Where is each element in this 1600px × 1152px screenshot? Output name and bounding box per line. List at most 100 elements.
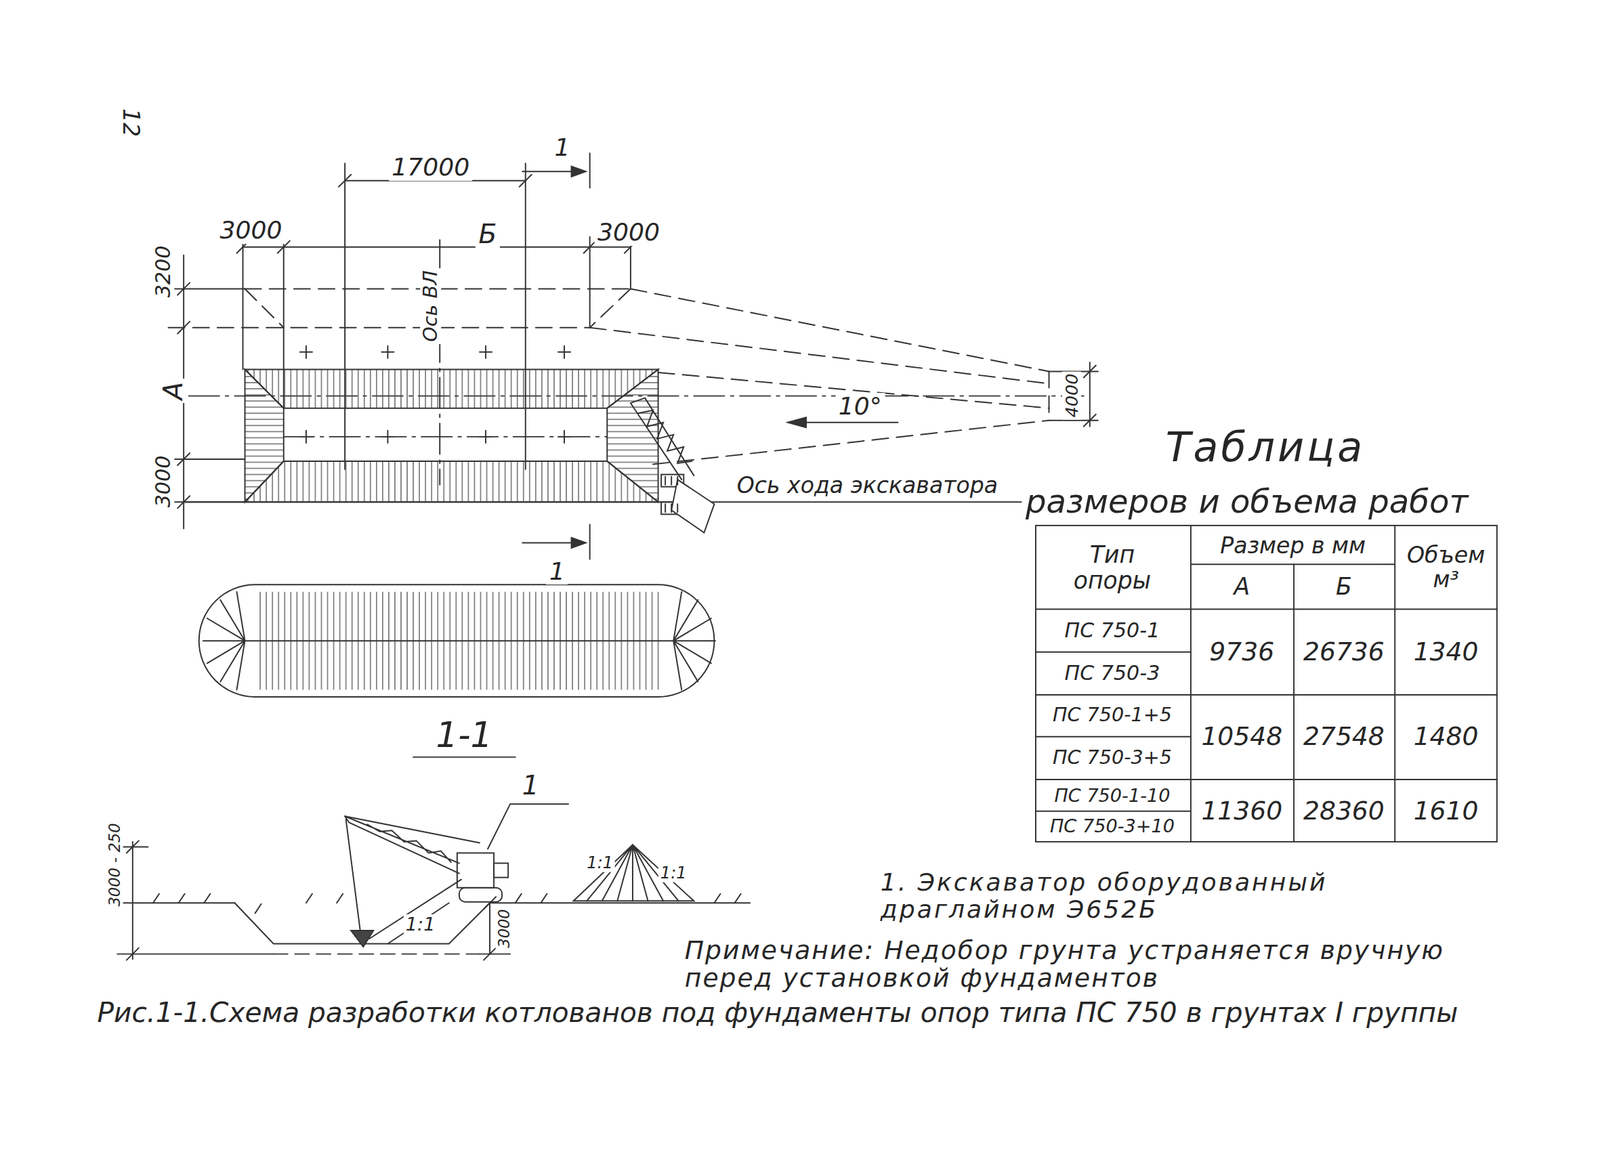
table-cell: 9736 (1206, 638, 1278, 666)
dimension-line (1049, 362, 1099, 427)
table-cell: 11360 (1198, 797, 1286, 826)
section-view (132, 841, 134, 960)
dimension-line (524, 163, 527, 470)
section-view (413, 756, 516, 759)
table-header: Объем м³ (1397, 542, 1496, 593)
table-title: размеров и объема работ (1021, 484, 1472, 521)
section-view (573, 844, 695, 901)
table-grid (1035, 779, 1498, 781)
table-grid (1035, 736, 1191, 738)
callout-number: 1 (518, 770, 542, 800)
axis-label: Ось хода экскаватора (734, 473, 1001, 498)
section-mark: 1 (546, 558, 569, 586)
table-cell: 1340 (1410, 638, 1482, 666)
pit-plan (245, 369, 284, 502)
section-view (126, 948, 139, 961)
slope-label: 1:1 (658, 864, 689, 883)
dashed-outline (653, 420, 1049, 465)
section-view (346, 819, 361, 931)
drawing (114, 153, 1498, 961)
section-view (479, 953, 511, 956)
table-cell: 1480 (1410, 722, 1482, 751)
table-grid (1035, 525, 1498, 842)
spoil-heap-plan (203, 592, 246, 691)
section-mark (589, 524, 591, 559)
table-cell: ПС 750-1 (1062, 619, 1163, 642)
cross-mark (300, 346, 571, 359)
dimension: 3000 - 250 (105, 821, 123, 909)
table-grid (1190, 563, 1395, 565)
table-grid (1035, 525, 1498, 842)
dashed-outline (245, 288, 284, 328)
dashed-outline (168, 327, 591, 329)
table-cell: 10548 (1198, 722, 1286, 751)
section-view (350, 930, 374, 947)
section-view (489, 902, 491, 954)
dimension-line (1083, 365, 1097, 378)
excavator-plan (630, 398, 694, 481)
direction-arrow (787, 417, 807, 428)
section-title: 1-1 (431, 715, 497, 754)
table-cell: 1610 (1410, 797, 1482, 826)
section-view (114, 757, 750, 961)
slope-label: 1:1 (584, 854, 616, 873)
section-view (459, 888, 502, 903)
excavator-plan (630, 398, 715, 534)
table-title: Таблица (1160, 424, 1370, 470)
section-mark (571, 537, 586, 549)
dashed-outline (1048, 371, 1050, 420)
section-view (483, 948, 496, 961)
cross-mark (300, 430, 571, 444)
section-view (457, 852, 494, 888)
table-header: Размер в мм (1217, 533, 1369, 559)
table-cell: ПС 750-1-10 (1051, 785, 1172, 807)
dimension-line (242, 237, 244, 370)
section-view (344, 816, 460, 874)
section-view (344, 816, 480, 843)
section-view (273, 953, 480, 956)
pit-plan (245, 461, 659, 502)
table-grid (1190, 525, 1192, 842)
table-grid (1035, 651, 1191, 654)
table-cell: ПС 750-1+5 (1050, 704, 1175, 726)
dimension-line (519, 174, 532, 187)
slope-label: 1:1 (403, 914, 438, 935)
table-grid (1035, 810, 1191, 813)
section-mark (522, 170, 578, 173)
axis-line (183, 501, 1031, 503)
dimension: 3000 (216, 217, 286, 245)
legend-note: 1. Экскаватор оборудованный драглайном Э… (877, 869, 1424, 924)
table-cell: ПС 750-3+5 (1050, 747, 1175, 769)
section-view (369, 879, 462, 939)
table-grid (1035, 694, 1498, 696)
dimension: 17000 (388, 153, 473, 181)
section-view (483, 896, 496, 910)
dimension-line (1083, 414, 1097, 427)
section-mark: 1 (551, 134, 574, 162)
dimension-line (338, 163, 532, 470)
table-header: Тип опоры (1047, 541, 1176, 593)
spoil-heap-plan (245, 640, 675, 642)
dimension-line (168, 287, 246, 290)
spoil-heap-plan (199, 584, 716, 698)
page-number: 12 (118, 105, 143, 140)
section-mark (571, 166, 586, 177)
table-grid (1035, 608, 1498, 610)
section-view (117, 953, 273, 956)
axis-label: Ось ВЛ (419, 268, 441, 345)
cross-mark (300, 346, 571, 444)
dimension-line (338, 174, 351, 187)
section-view (487, 804, 569, 849)
pit-plan (245, 369, 659, 408)
dashed-outline (590, 288, 631, 328)
pit-plan (245, 369, 659, 502)
table-grid (1293, 564, 1295, 842)
dimension: 4000 (1062, 371, 1082, 420)
dimension: 3200 (151, 243, 175, 301)
dimension: 3000 (495, 907, 513, 950)
spoil-heap-plan (673, 592, 716, 691)
table-header: Б (1333, 573, 1355, 600)
section-view (493, 863, 509, 878)
dashed-outline (630, 288, 1050, 372)
